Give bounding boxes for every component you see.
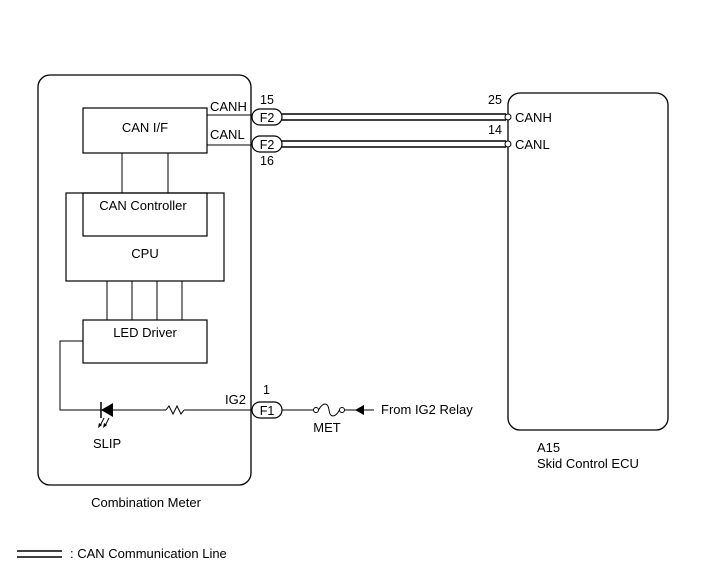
ecu-title: Skid Control ECU <box>537 456 639 471</box>
ig2-relay-label: From IG2 Relay <box>381 402 473 417</box>
can-if-block <box>82 107 208 154</box>
cpu-label: CPU <box>131 246 158 261</box>
meter-ig2-pin-label: IG2 <box>225 392 246 407</box>
led-driver-label: LED Driver <box>113 325 177 340</box>
meter-ig2-pin-number: 1 <box>263 383 270 397</box>
combination-meter-title: Combination Meter <box>91 495 201 510</box>
meter-canl-pin-number: 16 <box>260 154 274 168</box>
canl-ecu-terminal <box>504 140 512 148</box>
ecu-canh-pin-label: CANH <box>515 110 552 125</box>
can-controller-label: CAN Controller <box>99 198 187 213</box>
combination-meter-box <box>37 74 252 486</box>
ecu-canh-pin-number: 25 <box>488 93 502 107</box>
slip-indicator-label: SLIP <box>93 436 121 451</box>
fuse-label: MET <box>313 420 341 435</box>
resistor-icon <box>165 404 185 416</box>
canh-connector-label: F2 <box>260 111 275 125</box>
ecu-canl-pin-label: CANL <box>515 137 550 152</box>
meter-canh-pin-label: CANH <box>210 99 247 114</box>
canh-ecu-terminal <box>504 113 512 121</box>
relay-arrow-icon <box>355 405 364 415</box>
canl-connector <box>251 135 283 153</box>
meter-canl-pin-label: CANL <box>210 127 245 142</box>
skid-control-ecu-box <box>507 92 669 431</box>
ecu-canl-pin-number: 14 <box>488 123 502 137</box>
slip-led-icon <box>98 402 113 428</box>
canh-connector <box>251 108 283 126</box>
canl-connector-label: F2 <box>260 138 275 152</box>
canl-communication-line <box>282 140 506 148</box>
ig2-connector-label: F1 <box>260 404 275 418</box>
meter-canh-pin-number: 15 <box>260 93 274 107</box>
ecu-code-label: A15 <box>537 440 560 455</box>
can-if-label: CAN I/F <box>122 120 168 135</box>
fuse-icon <box>313 403 345 417</box>
can-line-legend-icon <box>17 550 62 558</box>
can-line-legend-label: : CAN Communication Line <box>70 546 227 561</box>
canh-communication-line <box>282 113 506 121</box>
can-controller-block <box>82 192 208 237</box>
led-circuit-wire <box>59 340 101 411</box>
